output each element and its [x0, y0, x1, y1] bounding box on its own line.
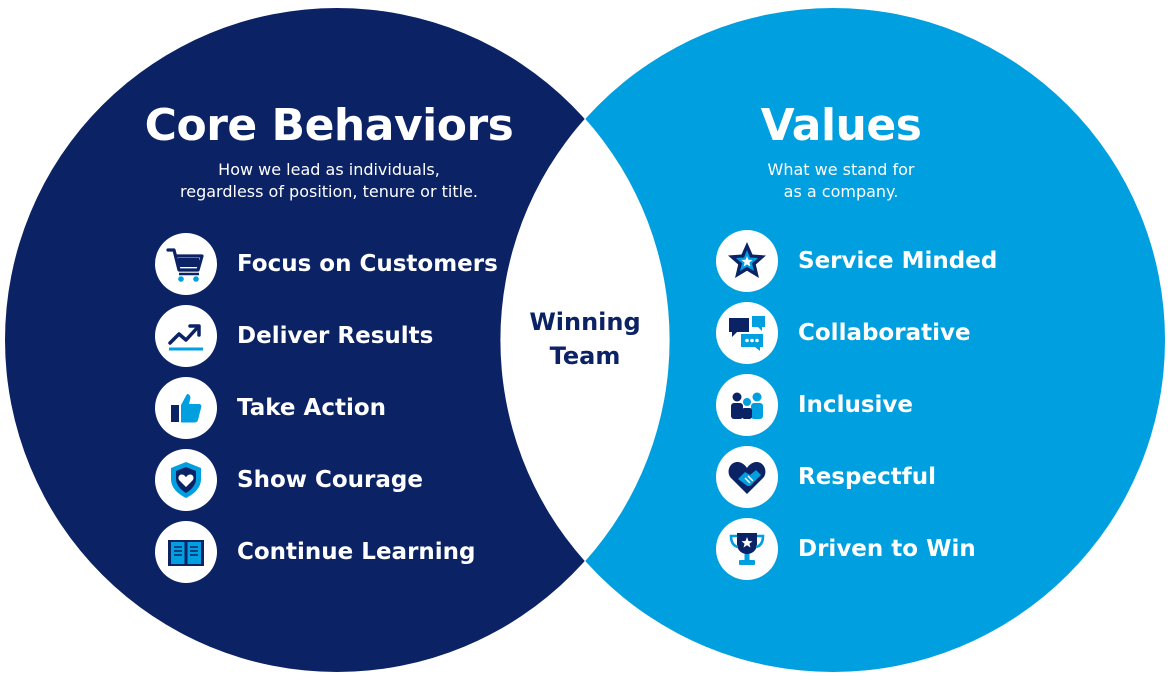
value-label: Collaborative [798, 320, 971, 346]
winning-team-line1: Winning [529, 308, 641, 336]
values-title: Values [760, 100, 922, 151]
value-label: Service Minded [798, 248, 998, 274]
value-label: Driven to Win [798, 536, 976, 562]
behavior-label: Show Courage [237, 467, 423, 493]
value-item-service-minded: Service Minded [716, 229, 997, 293]
value-label: Inclusive [798, 392, 913, 418]
handshake-heart-icon [716, 446, 778, 508]
behavior-item-focus-on-customers: Focus on Customers [155, 232, 498, 296]
people-group-icon [716, 374, 778, 436]
behavior-item-deliver-results: Deliver Results [155, 304, 433, 368]
winning-team-label: Winning Team [515, 305, 655, 373]
values-circle [501, 8, 1165, 672]
core-behaviors-title: Core Behaviors [144, 100, 514, 151]
chat-bubbles-icon [716, 302, 778, 364]
core-behaviors-subtitle-line1: How we lead as individuals, [218, 160, 440, 179]
behavior-item-continue-learning: Continue Learning [155, 520, 476, 584]
winning-team-line2: Team [549, 342, 621, 370]
behavior-label: Take Action [237, 395, 387, 421]
behavior-item-show-courage: Show Courage [155, 448, 423, 512]
value-label: Respectful [798, 464, 936, 490]
behavior-label: Deliver Results [237, 323, 434, 349]
trophy-icon [716, 518, 778, 580]
shopping-cart-icon [155, 233, 217, 295]
core-behaviors-subtitle-line2: regardless of position, tenure or title. [180, 182, 478, 201]
open-book-icon [155, 521, 217, 583]
value-item-collaborative: Collaborative [716, 301, 971, 365]
trending-up-icon [155, 305, 217, 367]
behavior-label: Focus on Customers [237, 251, 498, 277]
star-icon [716, 230, 778, 292]
value-item-driven-to-win: Driven to Win [716, 517, 976, 581]
core-behaviors-subtitle: How we lead as individuals, regardless o… [129, 159, 529, 203]
value-item-inclusive: Inclusive [716, 373, 913, 437]
values-subtitle: What we stand for as a company. [691, 159, 991, 203]
values-subtitle-line1: What we stand for [767, 160, 915, 179]
thumbs-up-icon [155, 377, 217, 439]
behavior-label: Continue Learning [237, 539, 476, 565]
shield-heart-icon [155, 449, 217, 511]
value-item-respectful: Respectful [716, 445, 936, 509]
values-subtitle-line2: as a company. [783, 182, 899, 201]
behavior-item-take-action: Take Action [155, 376, 386, 440]
overlap-region [500, 118, 670, 562]
